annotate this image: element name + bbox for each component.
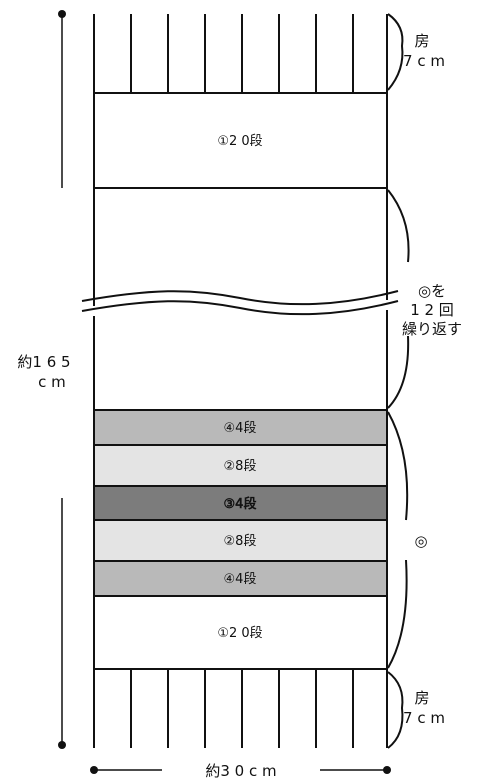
total-length-unit: c m (38, 373, 66, 391)
fringe-top-length: 7 c m (403, 52, 445, 70)
fringe-top-label: 房 (414, 32, 429, 50)
brace-pattern-lower (387, 559, 408, 669)
top-fringe (93, 14, 388, 93)
band-label-3: ③4段 (224, 497, 257, 512)
band-label-5: ④4段 (224, 572, 257, 587)
band-8-a (93, 444, 388, 487)
band-label-2: ②8段 (224, 459, 257, 474)
dimension-dot-bottom (58, 741, 66, 749)
band-label-4: ②8段 (224, 534, 257, 549)
scarf-body (93, 92, 388, 410)
repeat-note-line3: 繰り返す (402, 320, 462, 338)
repeat-note-line2: 1 2 回 (410, 301, 454, 319)
length-dimension (58, 10, 66, 749)
bottom-fringe (93, 669, 388, 748)
band-bottom-20 (93, 595, 388, 670)
brace-repeat-upper (387, 189, 410, 263)
brace-repeat-lower (387, 335, 410, 409)
repeat-symbol: ◎ (414, 532, 427, 550)
band-top-20 (93, 92, 388, 189)
width-dimension (90, 766, 391, 774)
fringe-bottom-label: 房 (414, 689, 429, 707)
pattern-bands (93, 409, 388, 670)
brace-bottom-fringe (387, 671, 404, 749)
break-mark (81, 290, 399, 316)
width-label: 約3 0 c m (205, 762, 276, 780)
brace-top-fringe (387, 13, 404, 91)
band-label-bottom: ①2 0段 (217, 626, 262, 641)
band-label-1: ④4段 (224, 421, 257, 436)
width-dot-right (383, 766, 391, 774)
fringe-bottom-length: 7 c m (403, 709, 445, 727)
braces (387, 13, 410, 749)
repeat-note-line1: ◎を (418, 282, 446, 300)
brace-pattern-upper (387, 411, 409, 521)
band-8-b (93, 519, 388, 562)
band-label-top: ①2 0段 (217, 134, 262, 149)
total-length-value: 約1 6 5 (17, 353, 70, 371)
